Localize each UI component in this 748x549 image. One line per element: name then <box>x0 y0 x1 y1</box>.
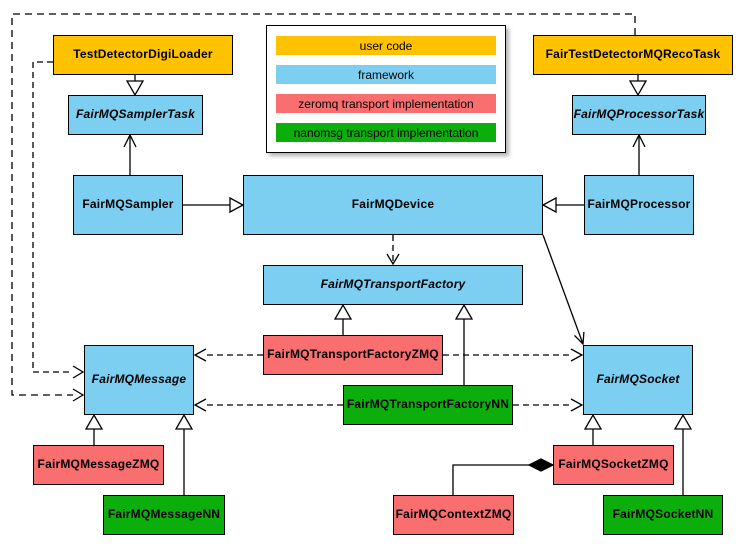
edge-device-to-factory <box>386 235 400 266</box>
edge-sampler-to-device <box>183 196 245 214</box>
edge-factorynn-to-message <box>193 398 343 412</box>
edge-recotask-to-message <box>11 13 636 402</box>
edge-factorynn-to-socket <box>513 398 584 412</box>
legend-item-zeromq: zeromq transport implementation <box>276 94 496 113</box>
edge-processor-to-device <box>541 196 584 214</box>
class-fairmq-socket-nn: FairMQSocketNN <box>603 495 723 535</box>
legend-item-framework: framework <box>276 65 496 84</box>
edge-messagenn-to-message <box>174 413 194 495</box>
edge-processor-to-processortask <box>632 133 646 175</box>
edge-factoryzmq-to-socket <box>443 348 584 362</box>
edge-socketzmq-to-socket <box>583 413 603 445</box>
class-fairmq-device: FairMQDevice <box>243 175 543 235</box>
edge-digiloader-to-message <box>32 61 85 379</box>
edge-sampler-to-samplertask <box>123 133 137 175</box>
legend: user code framework zeromq transport imp… <box>266 25 506 153</box>
edge-contextzmq-to-socketzmq <box>452 458 555 495</box>
class-fairmq-message: FairMQMessage <box>84 345 194 415</box>
class-fairmq-sampler-task: FairMQSamplerTask <box>68 95 203 135</box>
class-fairmq-transport-factory-nn: FairMQTransportFactoryNN <box>343 385 513 425</box>
class-fairmq-context-zmq: FairMQContextZMQ <box>393 495 514 535</box>
class-fairmq-processor-task: FairMQProcessorTask <box>572 95 706 135</box>
class-fairmq-socket-zmq: FairMQSocketZMQ <box>553 445 674 485</box>
edge-socketnn-to-socket <box>673 413 693 495</box>
edge-recotask-to-processortask <box>628 75 648 97</box>
class-fair-test-detector-mq-reco-task: FairTestDetectorMQRecoTask <box>533 35 733 75</box>
class-fairmq-message-nn: FairMQMessageNN <box>103 495 225 535</box>
class-test-detector-digi-loader: TestDetectorDigiLoader <box>53 35 233 75</box>
edge-device-to-socket <box>542 234 585 346</box>
class-fairmq-message-zmq: FairMQMessageZMQ <box>33 445 164 485</box>
edge-factoryzmq-to-message <box>193 348 263 362</box>
edge-digiloader-to-samplertask <box>125 75 145 97</box>
legend-item-user-code: user code <box>276 36 496 55</box>
class-fairmq-sampler: FairMQSampler <box>73 175 183 235</box>
legend-item-nanomsg: nanomsg transport implementation <box>276 123 496 142</box>
edge-factorynn-to-factory <box>454 303 474 385</box>
edge-messagezmq-to-message <box>84 413 104 445</box>
class-fairmq-processor: FairMQProcessor <box>584 175 694 235</box>
class-fairmq-socket: FairMQSocket <box>583 345 693 415</box>
class-fairmq-transport-factory: FairMQTransportFactory <box>263 265 523 305</box>
class-fairmq-transport-factory-zmq: FairMQTransportFactoryZMQ <box>263 335 443 375</box>
edge-factoryzmq-to-factory <box>333 303 353 335</box>
